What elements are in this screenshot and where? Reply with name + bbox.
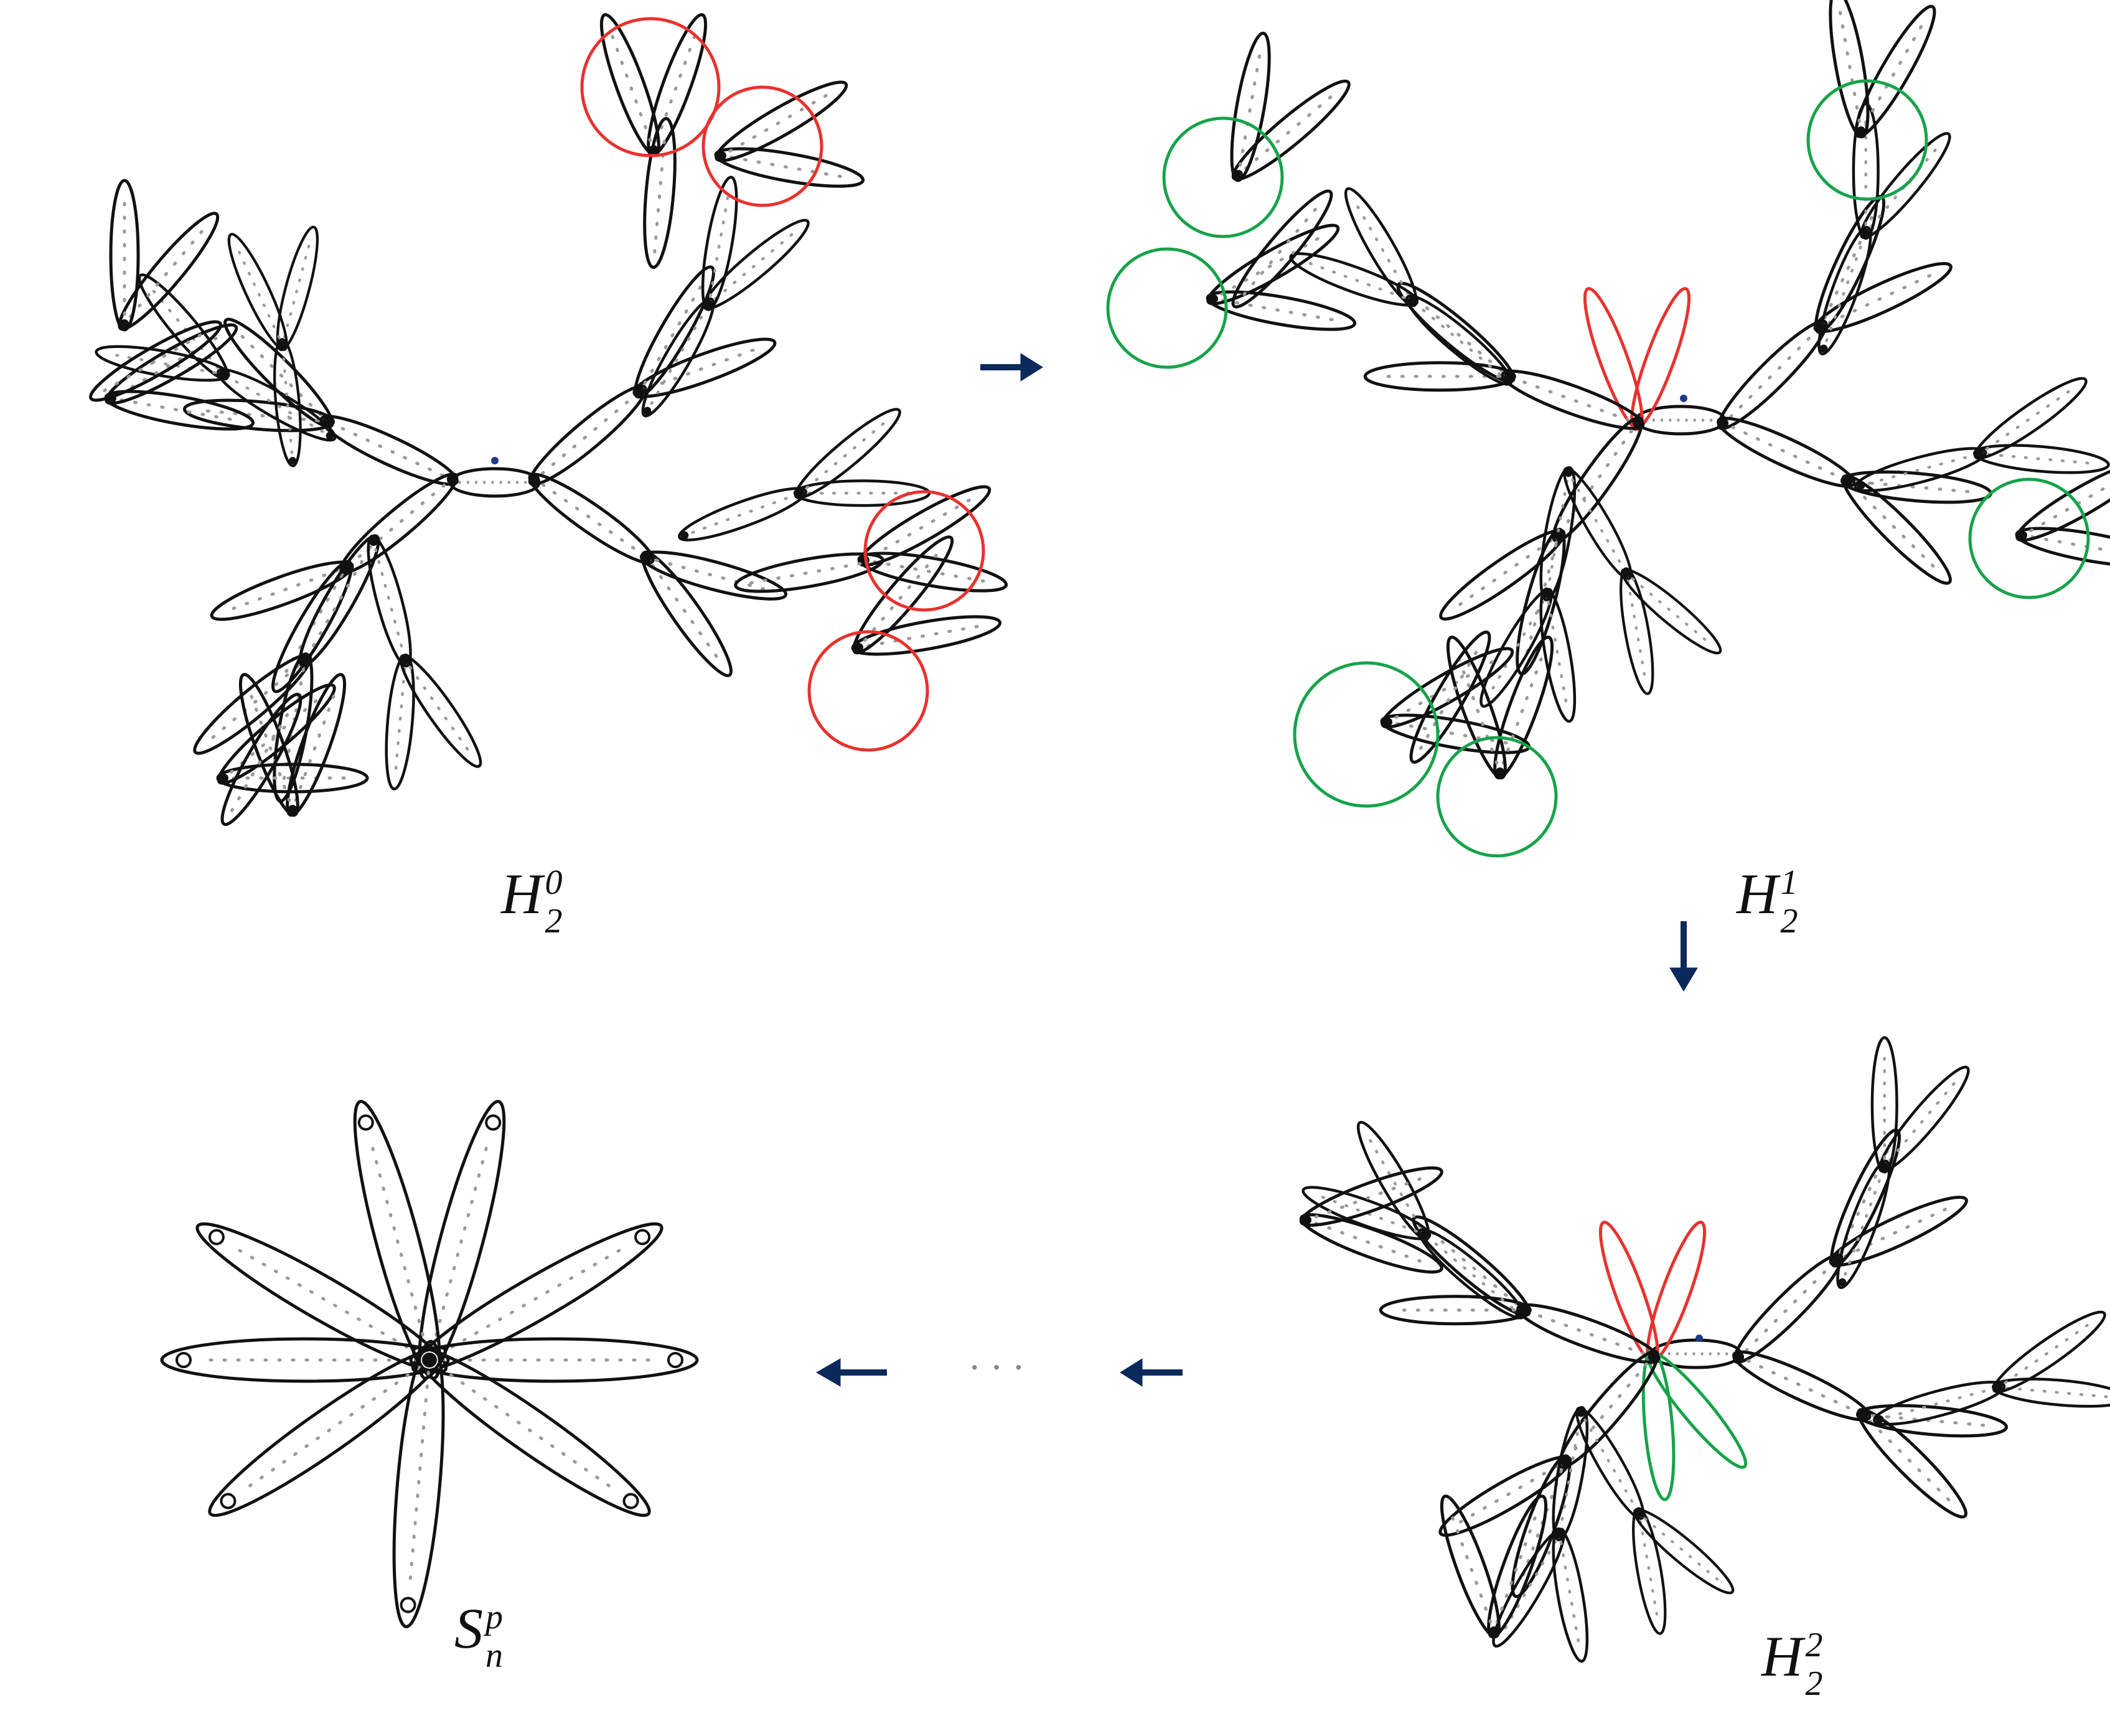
arrow-left-1 [1120, 1358, 1183, 1387]
arrow-left-2 [816, 1358, 887, 1387]
arrow-right [980, 353, 1043, 382]
hypergraph-h2-2 [1293, 1030, 2110, 1668]
hypergraph-h2-1 [1106, 0, 2110, 858]
star-edge [160, 1337, 450, 1383]
star-edge [208, 1346, 448, 1518]
arrow-down [1669, 921, 1698, 992]
ellipsis: ··· [968, 1345, 1034, 1389]
star-edge [392, 1340, 445, 1628]
hyperstar-snp [160, 1099, 699, 1628]
hypergraph-h2-0 [63, 10, 1013, 840]
star-edge [411, 1346, 651, 1518]
star-edge [409, 1337, 699, 1383]
star-edge [411, 1222, 663, 1374]
star-edge [195, 1222, 448, 1374]
